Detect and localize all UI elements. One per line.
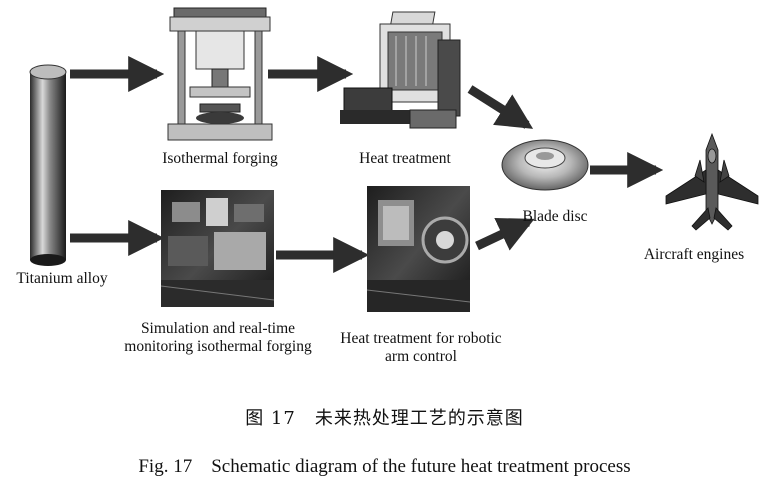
caption-chinese: 图 17 未来热处理工艺的示意图	[245, 408, 524, 429]
simulation-photo	[160, 190, 275, 307]
aircraft-image	[665, 132, 759, 231]
label-heat-treatment: Heat treatment	[359, 150, 451, 167]
titanium-rod-image	[29, 64, 67, 266]
label-titanium-alloy: Titanium alloy	[16, 270, 108, 287]
caption-english: Fig. 17 Schematic diagram of the future …	[138, 456, 631, 477]
flow-arrows	[70, 56, 664, 273]
label-blade-disc: Blade disc	[522, 208, 588, 225]
forging-press-image	[167, 7, 273, 141]
blade-disc-image	[501, 139, 589, 191]
furnace-image	[340, 11, 461, 129]
label-isothermal-forging: Isothermal forging	[162, 150, 278, 167]
robot-heat-photo	[366, 186, 471, 312]
arrow-robot-heat-to-blade	[475, 217, 535, 251]
label-simulation-monitoring: Simulation and real-time monitoring isot…	[124, 320, 312, 355]
label-heat-treatment-robotic: Heat treatment for robotic arm control	[340, 330, 502, 365]
label-aircraft-engines: Aircraft engines	[643, 246, 745, 263]
arrow-heat-to-blade	[467, 85, 534, 129]
